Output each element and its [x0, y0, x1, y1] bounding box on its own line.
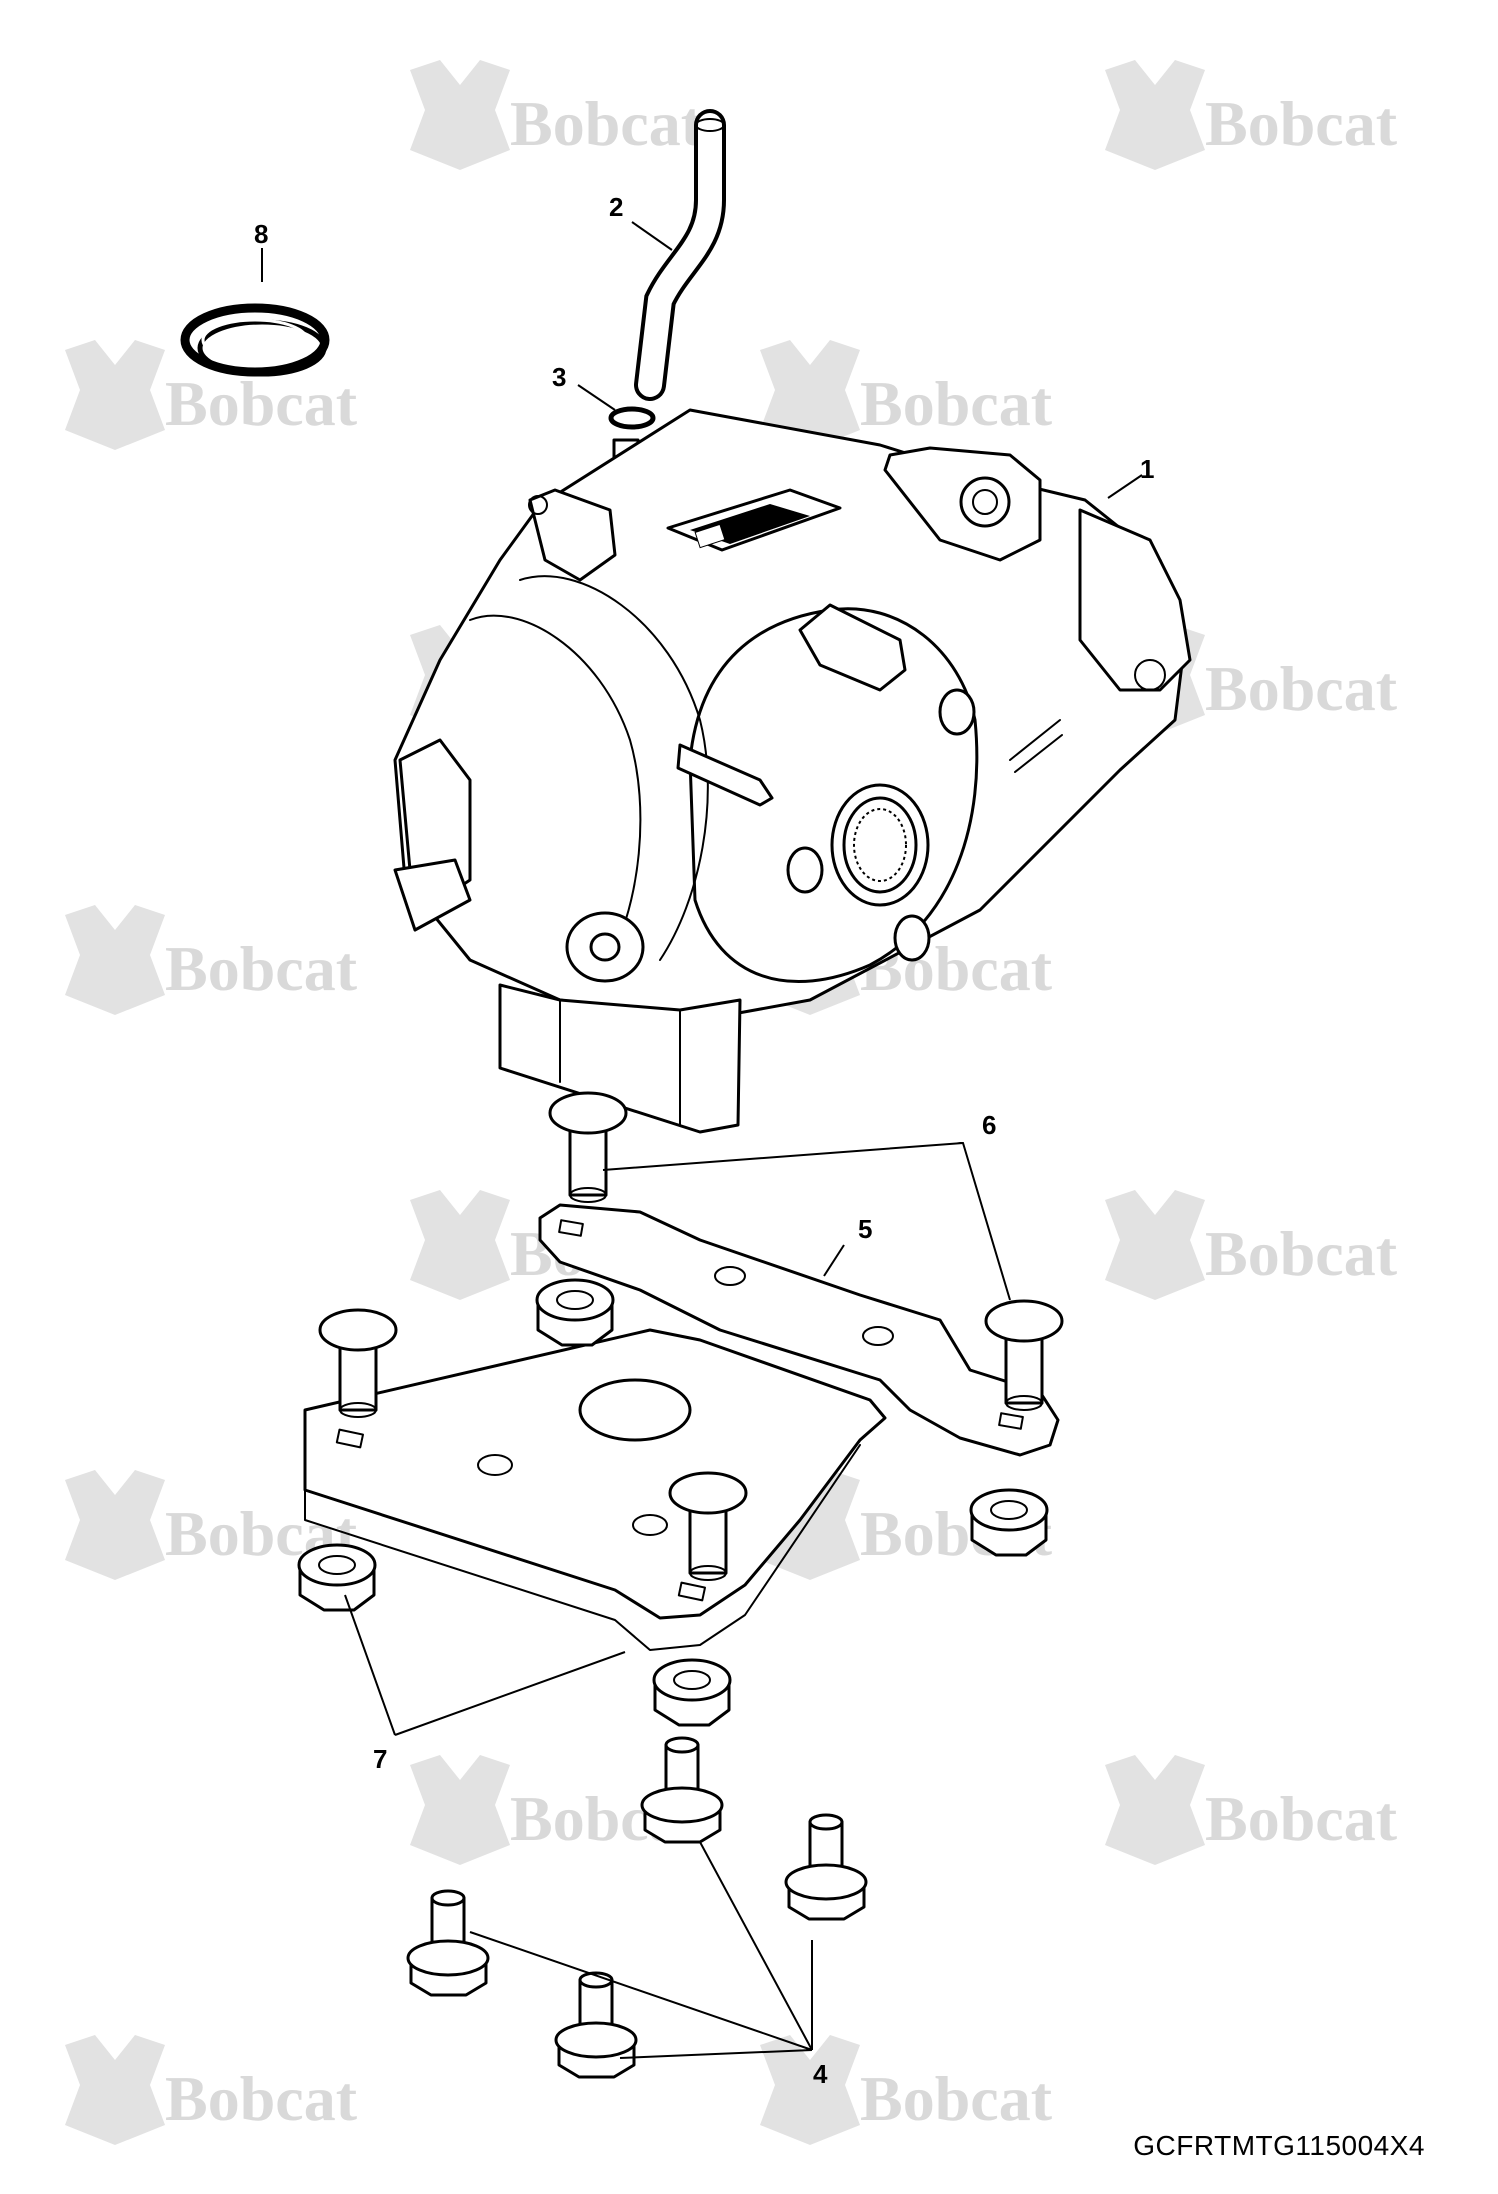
callout-4: 4 [813, 2059, 828, 2089]
flange-bolt [554, 1971, 638, 2079]
callout-3: 3 [552, 362, 566, 392]
watermark-text: Bobcat [510, 88, 703, 159]
watermark: Bobcat [65, 905, 358, 1015]
callout-labels: 8 2 3 1 5 6 7 4 [254, 192, 1154, 2089]
watermark: Bobcat [1105, 1190, 1398, 1300]
flange-nut [652, 1658, 732, 1727]
watermark-text: Bobcat [1205, 653, 1398, 724]
bobcat-logo-watermark-icon [65, 905, 165, 1015]
part-5-mounting-plate [303, 1203, 1060, 1651]
watermark-text: Bobcat [1205, 1218, 1398, 1289]
flange-nut [535, 1278, 615, 1347]
callout-7: 7 [373, 1744, 387, 1774]
callout-1: 1 [1140, 454, 1154, 484]
part-3-clamp [608, 406, 656, 430]
bobcat-logo-watermark-icon [410, 60, 510, 170]
bobcat-logo-watermark-icon [1105, 60, 1205, 170]
watermark-text: Bobcat [165, 2063, 358, 2134]
carriage-bolt [984, 1299, 1064, 1411]
part-2-hose [634, 109, 726, 401]
leader-lines [261, 221, 1143, 2059]
bobcat-logo-watermark-icon [410, 1190, 510, 1300]
watermark: Bobcat [760, 2035, 1053, 2145]
watermark: Bobcat [1105, 60, 1398, 170]
bobcat-logo-watermark-icon [1105, 1755, 1205, 1865]
bobcat-logo-watermark-icon [1105, 1190, 1205, 1300]
callout-6: 6 [982, 1110, 996, 1140]
watermark: Bobcat [65, 340, 358, 450]
part-8-seal-ring [180, 303, 330, 377]
carriage-bolt [548, 1091, 628, 1203]
part-4-flange-bolts [406, 1736, 868, 2079]
bobcat-logo-watermark-icon [760, 2035, 860, 2145]
bobcat-logo-watermark-icon [65, 2035, 165, 2145]
watermark-text: Bobcat [165, 933, 358, 1004]
watermark: Bobcat [410, 60, 703, 170]
flange-bolt [406, 1889, 490, 1997]
watermark-text: Bobcat [1205, 88, 1398, 159]
bobcat-logo-watermark-icon [65, 340, 165, 450]
watermark-text: Bobcat [1205, 1783, 1398, 1854]
bobcat-logo-watermark-icon [65, 1470, 165, 1580]
carriage-bolt [668, 1471, 748, 1581]
carriage-bolt [318, 1308, 398, 1418]
drawing-code: GCFRTMTG115004X4 [1133, 2130, 1425, 2161]
flange-bolt [784, 1813, 868, 1921]
part-7-flange-nuts [297, 1278, 1049, 1727]
bobcat-logo-watermark-icon [410, 1755, 510, 1865]
part-6-carriage-bolts [318, 1091, 1064, 1581]
watermark-text: Bobcat [165, 368, 358, 439]
flange-nut [297, 1543, 377, 1612]
flange-nut [969, 1488, 1049, 1557]
callout-5: 5 [858, 1214, 872, 1244]
flange-bolt [640, 1736, 724, 1844]
watermark: Bobcat [760, 340, 1053, 450]
watermark-text: Bobcat [860, 2063, 1053, 2134]
callout-8: 8 [254, 219, 268, 249]
watermark: Bobcat [65, 2035, 358, 2145]
part-1-gearbox-housing [393, 408, 1192, 1134]
watermark: Bobcat [1105, 1755, 1398, 1865]
callout-2: 2 [609, 192, 623, 222]
watermark-text: Bobcat [860, 368, 1053, 439]
bobcat-logo-watermark-icon [760, 340, 860, 450]
